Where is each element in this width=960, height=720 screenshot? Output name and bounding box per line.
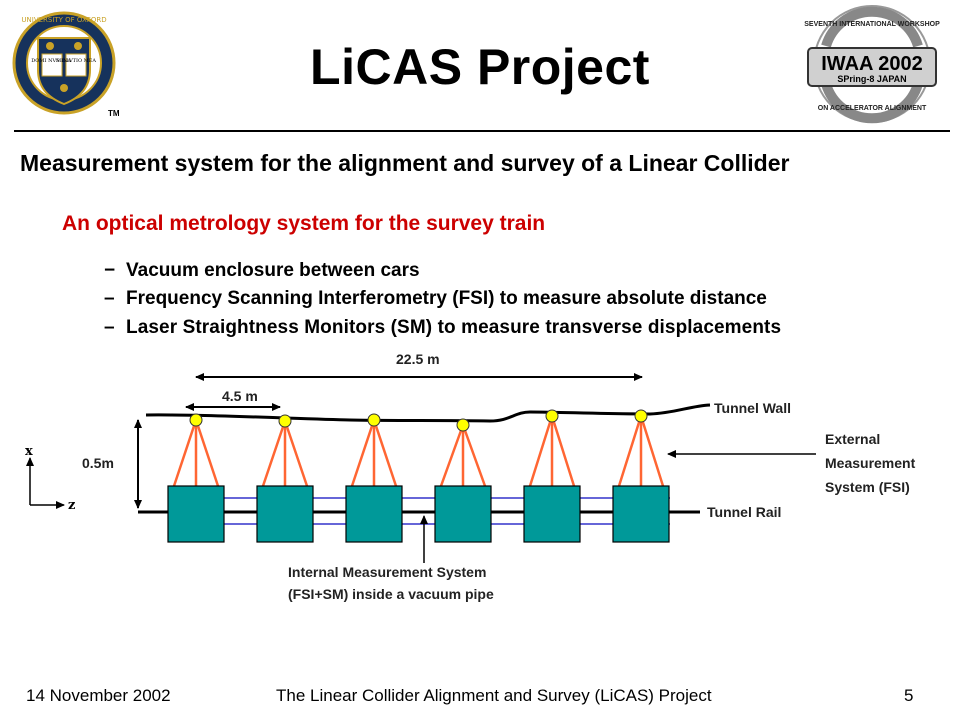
axis-x-label: x bbox=[25, 444, 33, 459]
wall-marker bbox=[545, 409, 559, 423]
wall-marker bbox=[367, 413, 381, 427]
tunnel-rail-label: Tunnel Rail bbox=[707, 504, 781, 520]
survey-car bbox=[612, 485, 670, 543]
page-number: 5 bbox=[904, 686, 914, 705]
span-car-label: 4.5 m bbox=[222, 388, 258, 404]
trademark: TM bbox=[108, 109, 120, 118]
bullet-item: −Vacuum enclosure between cars bbox=[104, 260, 420, 282]
section-heading: An optical metrology system for the surv… bbox=[62, 212, 546, 235]
internal-label-line-1: Internal Measurement System bbox=[288, 564, 486, 580]
footer-title: The Linear Collider Alignment and Survey… bbox=[276, 686, 712, 705]
iwaa-logo: SEVENTH INTERNATIONAL WORKSHOP IWAA 2002… bbox=[804, 5, 940, 124]
bullet-dash: – bbox=[104, 317, 115, 338]
survey-car bbox=[256, 485, 314, 543]
bullet-text: Laser Straightness Monitors (SM) to meas… bbox=[126, 317, 782, 338]
external-label-line-2: Measurement bbox=[825, 455, 916, 471]
survey-car bbox=[167, 485, 225, 543]
book-right-text: MINA TIO MEA bbox=[56, 58, 96, 64]
bullet-dash: − bbox=[104, 260, 116, 281]
wall-markers bbox=[189, 409, 648, 432]
span-total-label: 22.5 m bbox=[396, 351, 440, 367]
iwaa-arc-bottom: ON ACCELERATOR ALIGNMENT bbox=[818, 105, 927, 112]
bullet-item: –Frequency Scanning Interferometry (FSI)… bbox=[104, 288, 767, 310]
internal-label-line-2: (FSI+SM) inside a vacuum pipe bbox=[288, 586, 494, 602]
oxford-logo: DOMI NVS ILLV MINA TIO MEA UNIVERSITY OF… bbox=[12, 11, 120, 118]
external-label-line-1: External bbox=[825, 431, 880, 447]
height-label: 0.5m bbox=[82, 455, 114, 471]
title-divider bbox=[14, 130, 950, 132]
wall-marker bbox=[634, 409, 648, 423]
bullet-text: Vacuum enclosure between cars bbox=[126, 260, 420, 281]
slide-subtitle: Measurement system for the alignment and… bbox=[20, 150, 790, 176]
axis-z-label: z bbox=[68, 498, 75, 513]
wall-marker bbox=[189, 413, 203, 427]
external-label-line-3: System (FSI) bbox=[825, 479, 910, 495]
iwaa-arc-top: SEVENTH INTERNATIONAL WORKSHOP bbox=[804, 21, 940, 28]
book-left-text: DOMI NVS ILLV bbox=[31, 58, 73, 64]
external-fsi-lines bbox=[172, 411, 665, 487]
bullet-item: –Laser Straightness Monitors (SM) to mea… bbox=[104, 317, 781, 339]
iwaa-sub-text: SPring-8 JAPAN bbox=[837, 74, 906, 84]
bullet-dash: – bbox=[104, 288, 115, 309]
survey-car bbox=[523, 485, 581, 543]
slide-title: LiCAS Project bbox=[310, 39, 650, 95]
survey-car bbox=[434, 485, 492, 543]
iwaa-main-text: IWAA 2002 bbox=[821, 53, 923, 75]
wall-marker bbox=[278, 414, 292, 428]
tunnel-wall-label: Tunnel Wall bbox=[714, 400, 791, 416]
wall-marker bbox=[456, 418, 470, 432]
footer-date: 14 November 2002 bbox=[26, 686, 171, 705]
survey-car bbox=[345, 485, 403, 543]
oxford-ring-text: UNIVERSITY OF OXFORD bbox=[21, 16, 106, 24]
survey-cars bbox=[167, 485, 670, 543]
bullet-text: Frequency Scanning Interferometry (FSI) … bbox=[126, 288, 767, 309]
